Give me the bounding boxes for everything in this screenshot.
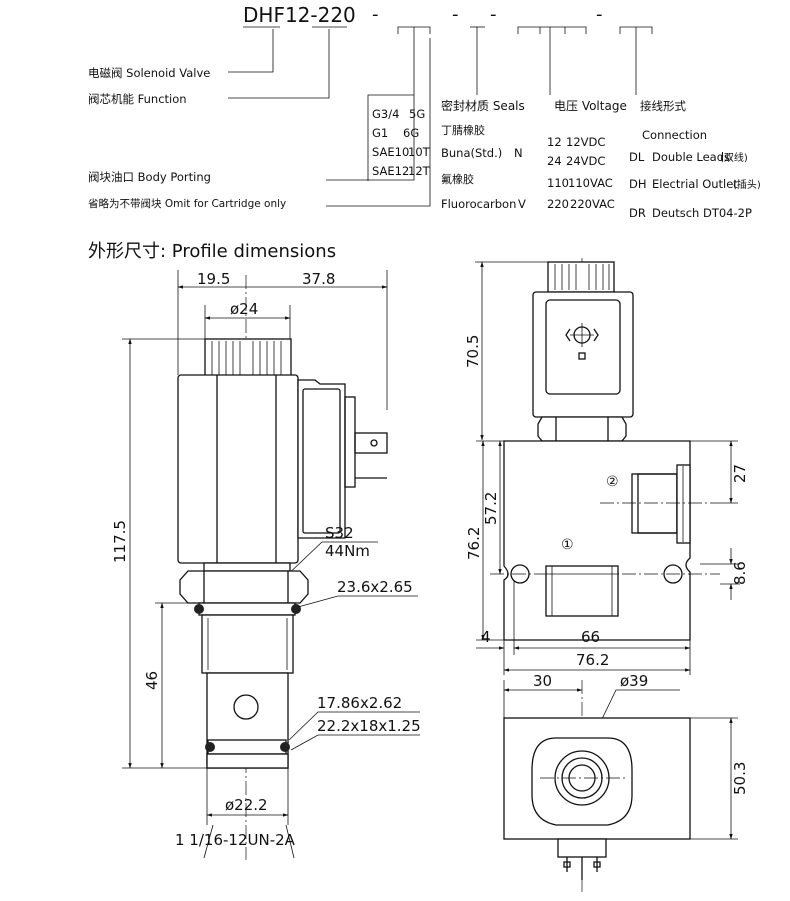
connection-code: DL [629, 150, 645, 164]
block-top-view: 30 ø39 50.3 [503, 672, 749, 895]
connection-label: Deutsch DT04-2P [652, 206, 752, 220]
code-slot-brackets [397, 26, 653, 95]
dim-44nm: 44Nm [325, 542, 370, 560]
dim-57-2: 57.2 [482, 492, 500, 525]
porting-code: G3/4 [372, 107, 399, 121]
dim-30: 30 [533, 672, 552, 690]
port-mark-2: ② [606, 474, 619, 490]
leader-lines [228, 29, 431, 207]
dim-66: 66 [581, 628, 600, 646]
connection-label: Double Leads [652, 150, 730, 164]
connection-label: Electrial Outlet [652, 177, 738, 191]
connection-code: DR [629, 206, 646, 220]
label-solenoid-valve: 电磁阀 Solenoid Valve [88, 66, 210, 80]
porting-value: 6G [403, 126, 419, 140]
dim-70-5: 70.5 [464, 335, 482, 368]
label-omit-cartridge: 省略为不带阀块 Omit for Cartridge only [88, 197, 286, 210]
voltage-code: 24 [547, 154, 562, 168]
porting-code: G1 [372, 126, 388, 140]
dim-4: 4 [481, 628, 491, 646]
dim-46: 46 [143, 671, 161, 690]
seal-cn: 丁腈橡胶 [441, 123, 485, 137]
dim-37-8: 37.8 [302, 270, 335, 288]
connection-subheader: Connection [642, 128, 707, 142]
dim-117-5: 117.5 [111, 520, 129, 563]
voltage-label: 12VDC [566, 135, 605, 149]
dim-dia-24: ø24 [230, 300, 258, 318]
dim-76-2-vertical: 76.2 [465, 527, 483, 560]
voltage-label: 220VAC [570, 197, 615, 211]
seal-code: V [518, 197, 526, 211]
dim-oring-3: 22.2x18x1.25 [317, 717, 421, 735]
code-separator-1: - [372, 4, 379, 25]
connection-block: 接线形式 Connection DL Double Leads (双线) DH … [629, 99, 761, 220]
seals-header: 密封材质 Seals [441, 98, 525, 113]
model-code-prefix: DHF12-220 [243, 3, 356, 27]
voltage-code: 220 [547, 197, 569, 211]
dim-76-2-horizontal: 76.2 [576, 651, 609, 669]
voltage-code: 110 [547, 176, 569, 190]
block-front-view: 70.5 [464, 258, 749, 675]
voltage-block: 电压 Voltage 12 12VDC 24 24VDC 110 110VAC … [547, 99, 627, 211]
code-separator-3: - [490, 4, 497, 25]
connection-header: 接线形式 [640, 99, 686, 113]
porting-value: 10T [408, 145, 431, 159]
dim-thread: 1 1/16-12UN-2A [175, 831, 296, 849]
voltage-label: 110VAC [568, 176, 613, 190]
porting-value: 12T [408, 164, 431, 178]
seal-code: N [514, 146, 523, 160]
seal-cn: 氟橡胶 [441, 172, 474, 186]
cartridge-side-view: 19.5 37.8 ø24 S32 44Nm [111, 270, 421, 860]
voltage-label: 24VDC [566, 154, 605, 168]
dim-s32: S32 [325, 524, 354, 542]
seal-en: Buna(Std.) [441, 146, 502, 160]
dim-50-3: 50.3 [731, 762, 749, 795]
dim-8-6: 8.6 [731, 561, 749, 585]
porting-options: G3/4 5G G1 6G SAE10 10T SAE12 12T [372, 107, 431, 178]
port-mark-1: ① [561, 537, 574, 553]
label-body-porting: 阀块油口 Body Porting [88, 170, 211, 184]
seal-en: Fluorocarbon [441, 197, 516, 211]
dim-oring-2: 17.86x2.62 [317, 694, 402, 712]
dim-oring-1: 23.6x2.65 [337, 578, 413, 596]
dim-dia-22-2: ø22.2 [225, 796, 268, 814]
voltage-code: 12 [547, 135, 562, 149]
code-separator-4: - [596, 4, 603, 25]
porting-value: 5G [409, 107, 425, 121]
seals-block: 密封材质 Seals 丁腈橡胶 Buna(Std.) N 氟橡胶 Fluoroc… [441, 98, 526, 211]
porting-code: SAE10 [372, 145, 409, 159]
connection-code: DH [629, 177, 647, 191]
connection-cn: (双线) [720, 151, 748, 164]
label-function: 阀芯机能 Function [88, 92, 187, 106]
voltage-header: 电压 Voltage [554, 99, 627, 113]
connection-cn: (插头) [733, 178, 761, 191]
porting-code: SAE12 [372, 164, 409, 178]
profile-title: 外形尺寸: Profile dimensions [88, 241, 336, 262]
code-separator-2: - [452, 4, 459, 25]
dim-dia-39: ø39 [620, 672, 648, 690]
dim-27: 27 [731, 464, 749, 483]
dim-19-5: 19.5 [197, 270, 230, 288]
